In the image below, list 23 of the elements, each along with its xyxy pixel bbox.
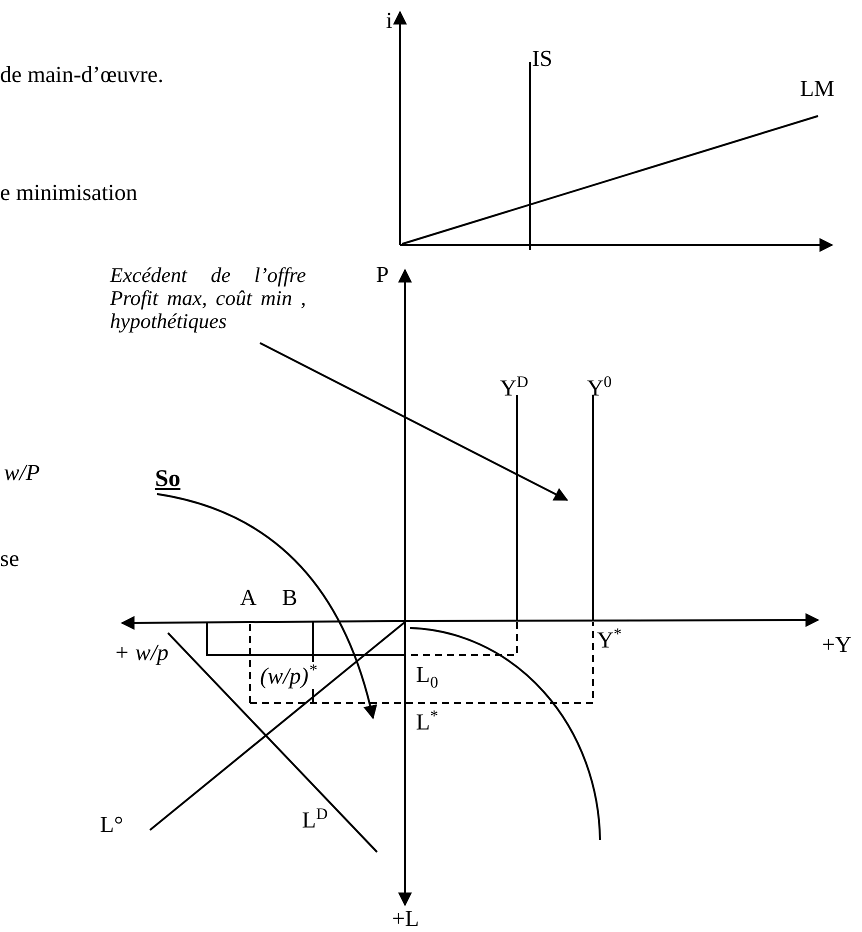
axis-label: +L — [392, 906, 420, 932]
value-label: L$_{0}$ — [416, 662, 438, 692]
curve-label: So — [155, 466, 180, 492]
annotation-text: Excédent de l’offre Profit max, coût min , hypothétiques — [110, 264, 306, 334]
curve-label: IS — [532, 46, 552, 72]
axis-label: +Y — [822, 632, 852, 658]
point-label: B — [282, 585, 298, 610]
curve-label: L° — [100, 812, 124, 838]
arrow — [260, 342, 568, 501]
text-fragment: se — [0, 546, 20, 572]
curved-arrow — [156, 493, 377, 720]
point-label: A — [240, 585, 257, 610]
axis-label: P — [376, 262, 389, 288]
value-label: L$^{*}$ — [416, 708, 438, 735]
value-label: Y$^{*}$ — [597, 626, 622, 653]
axis-label: i — [386, 8, 392, 34]
curve-label: Y$^{0}$ — [587, 374, 612, 401]
curve-label: L$^{D}$ — [302, 806, 328, 833]
curve-label: LM — [800, 76, 834, 102]
text-fragment: de main-d’œuvre. — [0, 62, 164, 88]
curve-label: Y$^{D}$ — [500, 374, 528, 401]
value-label: (w/p)$^{*}$ — [258, 662, 319, 689]
text-fragment: e minimisation — [0, 180, 138, 206]
